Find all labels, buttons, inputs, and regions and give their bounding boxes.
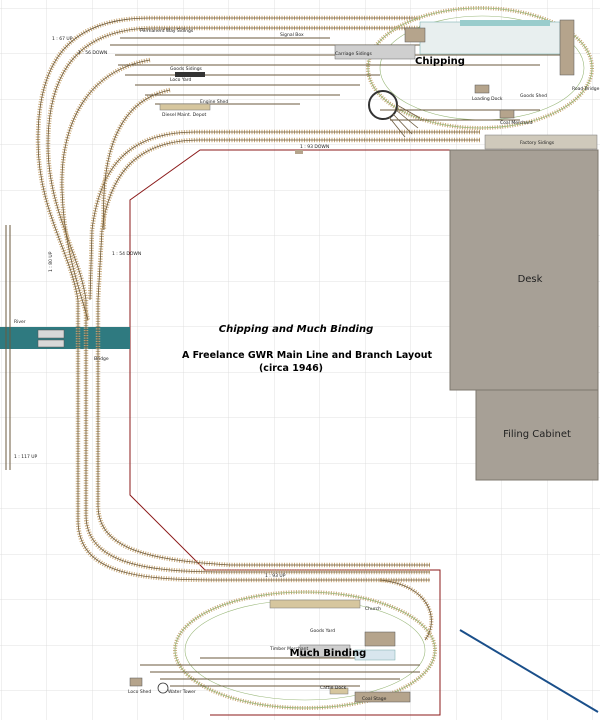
coal-stage-label: Coal Stage [362,696,387,702]
gradient-bottom: 1 : 93 UP [265,573,286,579]
cattle-dock-label: Cattle Dock [320,685,347,691]
filing-cabinet-label: Filing Cabinet [503,429,571,440]
engine-shed-label: Engine Shed [200,99,228,105]
left-edge-track [5,225,11,470]
loco-yard-label: Loco Yard [170,77,191,83]
water-tower-label: Water Tower [168,689,196,695]
left-side-labels: 1 : 80 UP 1 : 54 DOWN 1 : 117 UP Bridge [14,251,141,460]
gradient-left-bottom: 1 : 117 UP [14,454,38,460]
river: River [0,319,130,349]
church-label: Church [365,606,381,612]
coal-merchant-label: Coal Merchant [500,120,533,126]
goods-sidings-label: Goods Sidings [170,66,203,72]
title-block: Chipping and Much Binding A Freelance GW… [182,324,433,374]
desk: Desk [449,149,599,391]
loading-dock-label: Loading Dock [472,96,503,102]
permanent-way-label: Permanent Way Sidings [140,28,194,34]
gradient-left-up: 1 : 80 UP [48,251,54,272]
factory-label: Factory Sidings [520,140,555,146]
bridge-label: Bridge [94,356,109,362]
much-binding-station: Much Binding Loco Shed Water Tower Goods… [128,573,437,710]
gradient-top-mid: 1 : 56 DOWN [78,50,107,56]
timber-label: Timber Merchant [269,646,308,652]
carriage-sidings-label: Carriage Sidings [335,51,373,57]
gradient-center: 1 : 93 DOWN [300,144,329,150]
plan-subtitle-line1: A Freelance GWR Main Line and Branch Lay… [182,350,433,361]
desk-label: Desk [518,274,543,285]
baseboard-outline [129,149,455,716]
loco-shed-label: Loco Shed [128,689,151,695]
plan-title: Chipping and Much Binding [219,324,374,335]
road-bridge-label: Road Bridge [572,86,600,92]
river-label: River [14,319,26,325]
filing-cabinet: Filing Cabinet [475,389,599,481]
goods-yard-label: Goods Yard [310,628,335,634]
gradient-top-left: 1 : 67 UP [52,36,73,42]
much-binding-label: Much Binding [290,648,367,659]
main-line-tracks [35,15,480,583]
signal-box-label: Signal Box [280,32,304,38]
diesel-depot-label: Diesel Maint. Depot [162,112,206,118]
plan-subtitle-line2: (circa 1946) [259,363,323,374]
cable-line [459,629,599,713]
gradient-left-down: 1 : 54 DOWN [112,251,141,257]
chipping-label: Chipping [415,56,465,67]
chipping-station: Chipping Permanent Way Sidings Goods Sid… [52,6,600,154]
goods-shed-label: Goods Shed [520,93,547,99]
